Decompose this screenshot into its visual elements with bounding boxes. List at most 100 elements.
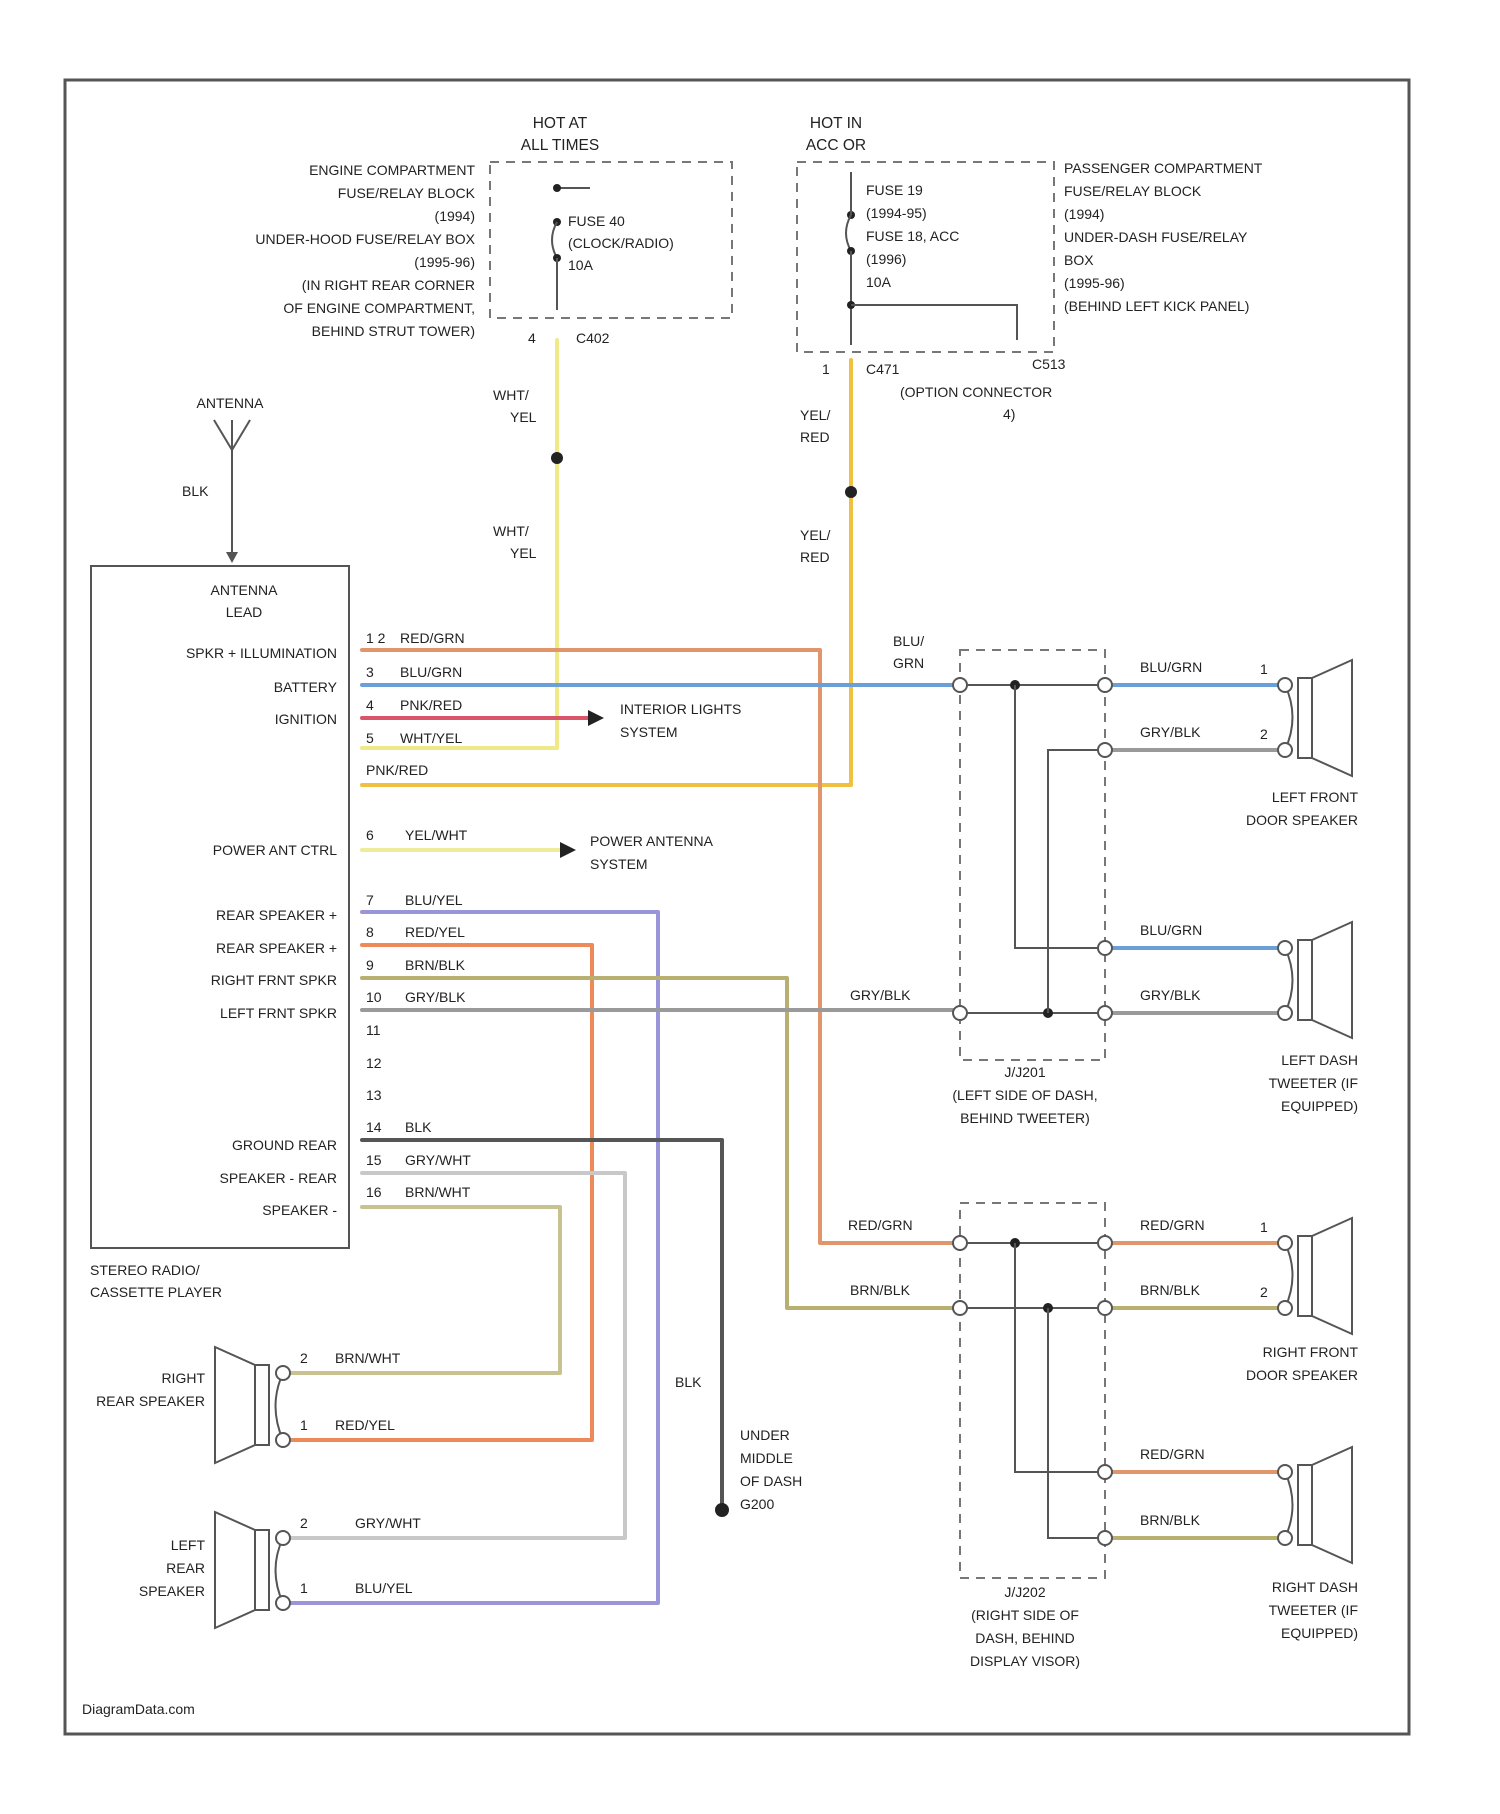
svg-text:BLK: BLK: [675, 1374, 702, 1390]
svg-text:(1994): (1994): [1064, 206, 1104, 222]
svg-text:RED: RED: [800, 549, 830, 565]
svg-text:RED/GRN: RED/GRN: [1140, 1446, 1205, 1462]
svg-text:(RIGHT SIDE OF: (RIGHT SIDE OF: [971, 1607, 1079, 1623]
svg-text:BLU/YEL: BLU/YEL: [355, 1580, 413, 1596]
speaker-left-rear: 2 GRY/WHT 1 BLU/YEL LEFT REAR SPEAKER: [139, 1512, 421, 1628]
svg-text:(BEHIND LEFT KICK PANEL): (BEHIND LEFT KICK PANEL): [1064, 298, 1249, 314]
svg-text:10: 10: [366, 989, 382, 1005]
svg-text:IGNITION: IGNITION: [275, 711, 337, 727]
power-antenna-arrow: POWER ANTENNA SYSTEM: [560, 833, 714, 872]
svg-text:FUSE 40: FUSE 40: [568, 213, 625, 229]
svg-text:(1994-95): (1994-95): [866, 205, 927, 221]
svg-text:15: 15: [366, 1152, 382, 1168]
svg-text:OF ENGINE COMPARTMENT,: OF ENGINE COMPARTMENT,: [283, 300, 475, 316]
svg-text:BLU/GRN: BLU/GRN: [1140, 659, 1202, 675]
vertical-wire-labels: WHT/ YEL WHT/ YEL YEL/ RED YEL/ RED: [493, 387, 830, 565]
svg-text:(IN RIGHT REAR CORNER: (IN RIGHT REAR CORNER: [302, 277, 475, 293]
svg-text:REAR SPEAKER +: REAR SPEAKER +: [216, 940, 337, 956]
svg-text:12: 12: [366, 1055, 382, 1071]
svg-text:GRY/WHT: GRY/WHT: [405, 1152, 471, 1168]
svg-text:FUSE 19: FUSE 19: [866, 182, 923, 198]
svg-text:RED/YEL: RED/YEL: [405, 924, 465, 940]
watermark: DiagramData.com: [82, 1701, 195, 1717]
svg-text:BLK: BLK: [405, 1119, 432, 1135]
svg-text:BRN/WHT: BRN/WHT: [405, 1184, 471, 1200]
svg-text:EQUIPPED): EQUIPPED): [1281, 1098, 1358, 1114]
svg-text:LEAD: LEAD: [226, 604, 263, 620]
svg-text:10A: 10A: [568, 257, 594, 273]
svg-text:RIGHT FRNT SPKR: RIGHT FRNT SPKR: [211, 972, 337, 988]
svg-text:1: 1: [300, 1580, 308, 1596]
svg-text:(LEFT SIDE OF DASH,: (LEFT SIDE OF DASH,: [952, 1087, 1097, 1103]
svg-text:1: 1: [822, 361, 830, 377]
svg-text:10A: 10A: [866, 274, 892, 290]
svg-text:(1996): (1996): [866, 251, 906, 267]
svg-text:HOT IN: HOT IN: [810, 115, 862, 132]
svg-text:GRY/WHT: GRY/WHT: [355, 1515, 421, 1531]
svg-text:LEFT: LEFT: [171, 1537, 206, 1553]
svg-text:TWEETER (IF: TWEETER (IF: [1269, 1075, 1358, 1091]
svg-text:BRN/BLK: BRN/BLK: [1140, 1512, 1201, 1528]
svg-text:WHT/: WHT/: [493, 523, 529, 539]
speaker-left-dash: LEFT DASH TWEETER (IF EQUIPPED): [1269, 922, 1358, 1114]
svg-text:LEFT DASH: LEFT DASH: [1281, 1052, 1358, 1068]
svg-text:REAR SPEAKER +: REAR SPEAKER +: [216, 907, 337, 923]
svg-text:2: 2: [1260, 1284, 1268, 1300]
svg-text:INTERIOR LIGHTS: INTERIOR LIGHTS: [620, 701, 741, 717]
svg-text:(1994): (1994): [435, 208, 475, 224]
svg-text:5: 5: [366, 730, 374, 746]
wire-blu-yel: [283, 912, 658, 1603]
svg-text:BATTERY: BATTERY: [274, 679, 338, 695]
svg-text:DOOR SPEAKER: DOOR SPEAKER: [1246, 812, 1358, 828]
svg-text:PNK/RED: PNK/RED: [400, 697, 462, 713]
wire-yel-red: [362, 360, 851, 785]
svg-text:POWER ANTENNA: POWER ANTENNA: [590, 833, 714, 849]
svg-text:SYSTEM: SYSTEM: [620, 724, 678, 740]
speaker-right-rear: 2 BRN/WHT 1 RED/YEL RIGHT REAR SPEAKER: [96, 1347, 401, 1463]
svg-text:16: 16: [366, 1184, 382, 1200]
svg-text:4): 4): [1003, 406, 1015, 422]
svg-text:WHT/YEL: WHT/YEL: [400, 730, 462, 746]
svg-text:UNDER-HOOD FUSE/RELAY BOX: UNDER-HOOD FUSE/RELAY BOX: [255, 231, 475, 247]
svg-text:FUSE 18, ACC: FUSE 18, ACC: [866, 228, 959, 244]
svg-text:1 2: 1 2: [366, 630, 386, 646]
svg-text:SPEAKER - REAR: SPEAKER - REAR: [220, 1170, 337, 1186]
svg-text:(CLOCK/RADIO): (CLOCK/RADIO): [568, 235, 674, 251]
svg-text:GRY/BLK: GRY/BLK: [1140, 987, 1201, 1003]
svg-text:GROUND REAR: GROUND REAR: [232, 1137, 337, 1153]
junction-left: BLU/ GRN GRY/BLK BLU/GRN GRY/BLK BLU/GRN…: [850, 633, 1202, 1126]
svg-text:PNK/RED: PNK/RED: [366, 762, 428, 778]
svg-text:(1995-96): (1995-96): [414, 254, 475, 270]
interior-lights-arrow: INTERIOR LIGHTS SYSTEM: [588, 701, 741, 740]
svg-text:DASH, BEHIND: DASH, BEHIND: [975, 1630, 1075, 1646]
svg-text:14: 14: [366, 1119, 382, 1135]
wire-brn-blk: [362, 978, 960, 1308]
svg-text:6: 6: [366, 827, 374, 843]
svg-text:BLU/YEL: BLU/YEL: [405, 892, 463, 908]
svg-text:(OPTION CONNECTOR: (OPTION CONNECTOR: [900, 384, 1052, 400]
svg-text:13: 13: [366, 1087, 382, 1103]
svg-text:(1995-96): (1995-96): [1064, 275, 1125, 291]
svg-text:C471: C471: [866, 361, 900, 377]
svg-text:ANTENNA: ANTENNA: [211, 582, 279, 598]
svg-text:REAR: REAR: [166, 1560, 205, 1576]
svg-text:STEREO RADIO/: STEREO RADIO/: [90, 1262, 200, 1278]
svg-text:GRY/BLK: GRY/BLK: [1140, 724, 1201, 740]
wire-brn-wht: [283, 1207, 560, 1373]
svg-text:CASSETTE PLAYER: CASSETTE PLAYER: [90, 1284, 222, 1300]
svg-text:PASSENGER COMPARTMENT: PASSENGER COMPARTMENT: [1064, 160, 1263, 176]
svg-text:FUSE/RELAY BLOCK: FUSE/RELAY BLOCK: [1064, 183, 1202, 199]
speaker-right-dash: RIGHT DASH TWEETER (IF EQUIPPED): [1269, 1447, 1358, 1641]
svg-text:UNDER-DASH FUSE/RELAY: UNDER-DASH FUSE/RELAY: [1064, 229, 1248, 245]
svg-text:GRY/BLK: GRY/BLK: [405, 989, 466, 1005]
svg-text:1: 1: [1260, 1219, 1268, 1235]
svg-text:BRN/WHT: BRN/WHT: [335, 1350, 401, 1366]
svg-text:YEL: YEL: [510, 545, 537, 561]
svg-text:8: 8: [366, 924, 374, 940]
svg-text:J/J201: J/J201: [1004, 1064, 1045, 1080]
svg-text:GRY/BLK: GRY/BLK: [850, 987, 911, 1003]
svg-text:DOOR SPEAKER: DOOR SPEAKER: [1246, 1367, 1358, 1383]
svg-text:BLU/GRN: BLU/GRN: [400, 664, 462, 680]
svg-text:LEFT FRNT SPKR: LEFT FRNT SPKR: [220, 1005, 337, 1021]
svg-text:EQUIPPED): EQUIPPED): [1281, 1625, 1358, 1641]
